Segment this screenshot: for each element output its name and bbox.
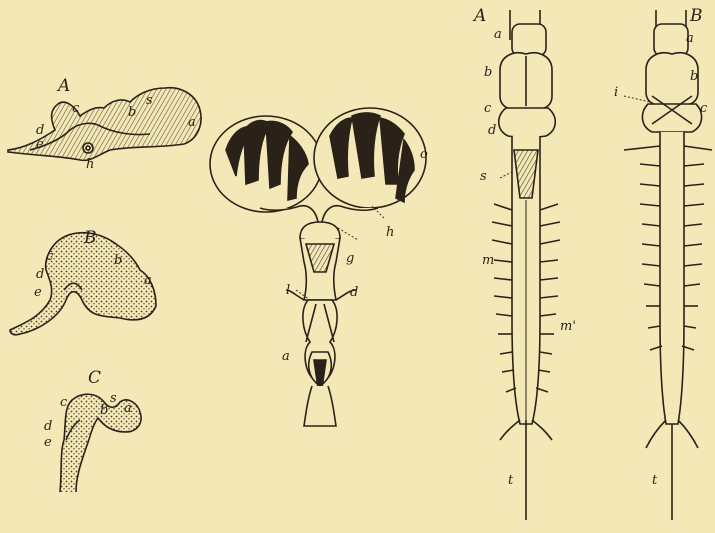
fig1c-label-s: s xyxy=(110,392,117,405)
fig1c-label-b: b xyxy=(100,404,108,417)
fig1b-label-e: e xyxy=(34,286,42,299)
embryo-brain-section-b xyxy=(10,233,156,335)
fig1b-label-a: a xyxy=(144,274,152,287)
fig3a-label-a: a xyxy=(494,28,502,41)
fig1a-label-b: b xyxy=(128,106,136,119)
fig3a-label-c: c xyxy=(484,102,491,115)
fig2-label-g: g xyxy=(346,252,354,265)
fig3a-label-d: d xyxy=(488,124,496,137)
fig1c-label-c: c xyxy=(60,396,67,409)
fig2-label-o: o xyxy=(420,148,428,161)
fig3-panel-a-title: A xyxy=(474,8,486,25)
fig2-label-h: h xyxy=(386,226,394,239)
fig3b-label-t: t xyxy=(652,474,657,487)
nerve-cord-panel-b xyxy=(624,10,712,520)
fig1c-label-a: a xyxy=(124,402,132,415)
fig3b-label-c: c xyxy=(700,102,707,115)
fig1c-label-d: d xyxy=(44,420,52,433)
fig1a-label-e: e xyxy=(36,138,44,151)
fig3a-label-m-prime: m' xyxy=(560,320,576,333)
fig1a-label-s: s xyxy=(146,94,153,107)
fig2-label-l: l xyxy=(286,284,290,297)
fig1a-label-c: c xyxy=(72,102,79,115)
fig1b-label-d: d xyxy=(36,268,44,281)
fig3-panel-b-title: B xyxy=(690,8,703,25)
fig1a-label-h: h xyxy=(86,158,94,171)
fig1a-label-a: a xyxy=(188,116,196,129)
fig3b-label-i: i xyxy=(614,86,618,99)
fig1-panel-a-title: A xyxy=(58,78,70,95)
fig3a-label-m: m xyxy=(482,254,494,267)
fig3b-label-a: a xyxy=(686,32,694,45)
fig3a-label-s: s xyxy=(480,170,487,183)
fig1a-label-d: d xyxy=(36,124,44,137)
fig3b-label-b: b xyxy=(690,70,698,83)
fig1b-label-c: c xyxy=(46,250,53,263)
fig1c-label-e: e xyxy=(44,436,52,449)
fig2-label-d: d xyxy=(350,286,358,299)
fig1-panel-c-title: C xyxy=(88,370,101,387)
fig2-label-a: a xyxy=(282,350,290,363)
fig1-panel-b-title: B xyxy=(84,230,97,247)
fig3a-label-b: b xyxy=(484,66,492,79)
fig3a-label-t: t xyxy=(508,474,513,487)
insect-brain-optic-lobes xyxy=(210,108,426,426)
fig1b-label-b: b xyxy=(114,254,122,267)
nerve-cord-panel-a xyxy=(492,10,560,520)
